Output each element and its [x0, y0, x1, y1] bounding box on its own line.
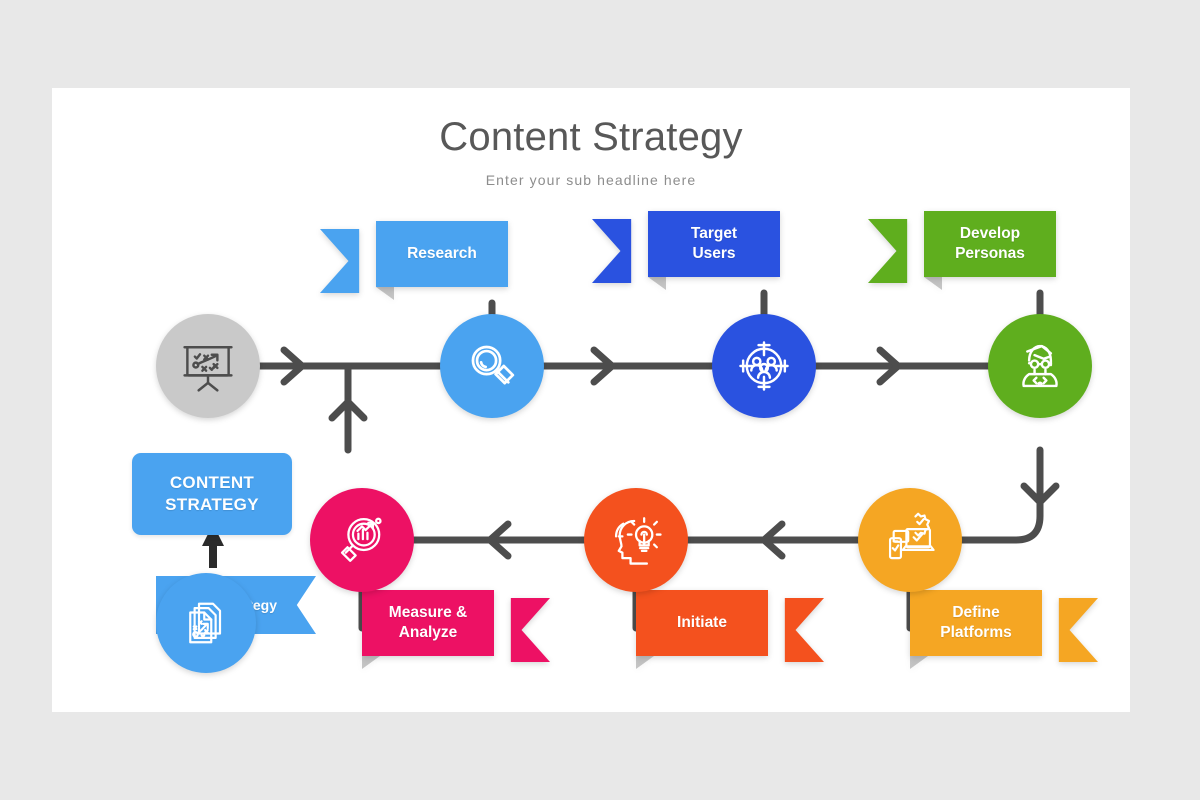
node-develop-personas[interactable]	[988, 314, 1092, 418]
arrowhead-platforms-to-initiate	[760, 520, 786, 560]
ribbon-fold	[636, 656, 654, 669]
ribbon-fold	[376, 287, 394, 300]
node-target-users[interactable]	[712, 314, 816, 418]
node-initiate[interactable]	[584, 488, 688, 592]
node-start-strategy-board[interactable]	[156, 314, 260, 418]
strategy-docs-icon	[189, 602, 222, 644]
ribbon-label: Define Platforms	[940, 604, 1012, 641]
node-measure-analyze[interactable]	[310, 488, 414, 592]
ribbon-fold	[910, 656, 928, 669]
page-subtitle: Enter your sub headline here	[485, 172, 697, 188]
ribbon-initiate[interactable]: Initiate	[624, 590, 824, 669]
magnifier-icon	[471, 345, 515, 385]
ribbon-research[interactable]: Research	[320, 221, 520, 300]
ribbon-define-platforms[interactable]: Define Platforms	[898, 590, 1098, 669]
idea-head-icon	[614, 517, 662, 565]
target-users-icon	[739, 341, 789, 391]
arrowhead-target-to-personas	[876, 346, 902, 386]
slide-canvas: Content Strategy Enter your sub headline…	[52, 88, 1130, 712]
ribbon-plate: Measure & Analyze	[362, 590, 494, 656]
ribbon-plate: Initiate	[636, 590, 768, 656]
ribbon-label: Develop Personas	[955, 225, 1025, 262]
analytics-magnifier-icon	[340, 517, 382, 562]
page-title: Content Strategy	[439, 115, 743, 159]
content-strategy-label: CONTENT STRATEGY	[165, 472, 259, 514]
ribbon-label: Target Users	[690, 225, 738, 262]
ribbon-develop-personas[interactable]: Develop Personas	[868, 211, 1068, 290]
ribbon-plate: Develop Personas	[924, 211, 1056, 277]
arrowhead-measure-to-top	[328, 398, 368, 422]
ribbon-fold	[362, 656, 380, 669]
ribbon-measure-analyze[interactable]: Measure & Analyze	[350, 590, 550, 669]
ribbon-target-users[interactable]: Target Users	[592, 211, 792, 290]
arrowhead-start	[280, 346, 306, 386]
devices-icon	[888, 512, 935, 560]
strategy-board-icon	[183, 346, 233, 392]
arrowhead-personas-down	[1020, 482, 1060, 506]
ribbon-plate: Define Platforms	[910, 590, 1042, 656]
ribbon-plate: Target Users	[648, 211, 780, 277]
node-strategy-docs[interactable]	[156, 573, 256, 673]
node-research[interactable]	[440, 314, 544, 418]
arrowhead-research-to-target	[590, 346, 616, 386]
content-strategy-card[interactable]: CONTENT STRATEGY	[132, 453, 292, 535]
arrowhead-initiate-to-measure	[486, 520, 512, 560]
persona-icon	[1022, 344, 1058, 388]
ribbon-fold	[648, 277, 666, 290]
node-define-platforms[interactable]	[858, 488, 962, 592]
connector-right-curve	[958, 446, 1044, 544]
ribbon-plate: Research	[376, 221, 508, 287]
ribbon-fold	[924, 277, 942, 290]
ribbon-label: Initiate	[677, 614, 727, 632]
ribbon-label: Research	[407, 245, 477, 263]
ribbon-label: Measure & Analyze	[388, 604, 468, 641]
